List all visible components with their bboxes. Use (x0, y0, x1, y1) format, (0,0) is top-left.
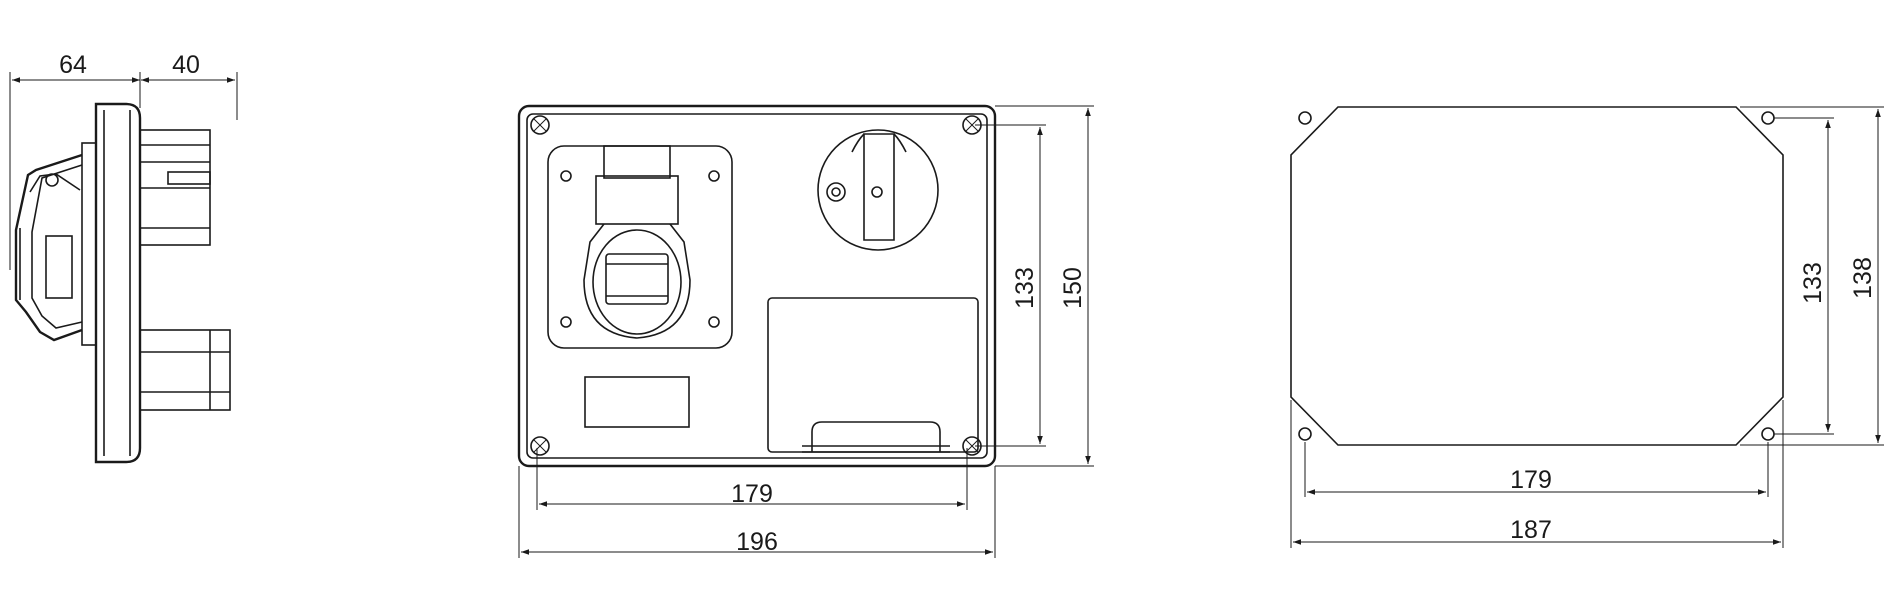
label-plate (584, 376, 690, 428)
dimension-label-front-196: 196 (736, 528, 778, 556)
dimension-side-depth-front: 64 (9, 51, 140, 270)
dimension-label-cutout-179: 179 (1510, 466, 1552, 494)
side-rear-housing (139, 129, 231, 411)
dimension-label-64: 64 (59, 51, 87, 79)
side-socket (14, 153, 83, 342)
mounting-hole-top-left (1298, 111, 1312, 125)
side-flange (81, 102, 142, 464)
socket-outlet (547, 145, 733, 349)
dimension-label-40: 40 (172, 51, 200, 79)
mounting-hole-bottom-left (1298, 427, 1312, 441)
mounting-hole-top-right (1761, 111, 1775, 125)
dimension-front-overall-width: 196 (518, 466, 996, 558)
dimension-label-cutout-133: 133 (1799, 262, 1827, 304)
dimension-label-cutout-138: 138 (1849, 257, 1877, 299)
dimension-front-hole-height: 133 (975, 124, 1046, 447)
front-plate-outer (517, 104, 997, 468)
dimension-cutout-hole-height: 133 (1774, 117, 1834, 435)
corner-screw-bottom-left (530, 436, 550, 456)
side-view: 64 40 (9, 51, 238, 464)
dimension-front-hole-width: 179 (536, 448, 968, 510)
dimension-label-front-150: 150 (1059, 267, 1087, 309)
dimension-front-overall-height: 150 (995, 105, 1094, 467)
corner-screw-top-left (530, 115, 550, 135)
cutout-outline (1290, 106, 1784, 446)
dimension-side-depth-rear: 40 (141, 51, 238, 120)
protective-cover (767, 297, 979, 453)
dimension-label-cutout-187: 187 (1510, 516, 1552, 544)
dimension-cutout-overall-width: 187 (1290, 400, 1784, 548)
front-plate-inner (526, 113, 988, 459)
front-view: 179 196 133 150 (517, 104, 1094, 558)
mounting-hole-bottom-right (1761, 427, 1775, 441)
dimension-cutout-hole-width: 179 (1304, 442, 1769, 497)
rotary-switch (817, 129, 939, 251)
cutout-view: 179 187 133 138 (1290, 106, 1884, 548)
dimension-label-front-179: 179 (731, 480, 773, 508)
dimension-cutout-overall-height: 138 (1740, 106, 1884, 446)
dimension-label-front-133: 133 (1011, 267, 1039, 309)
